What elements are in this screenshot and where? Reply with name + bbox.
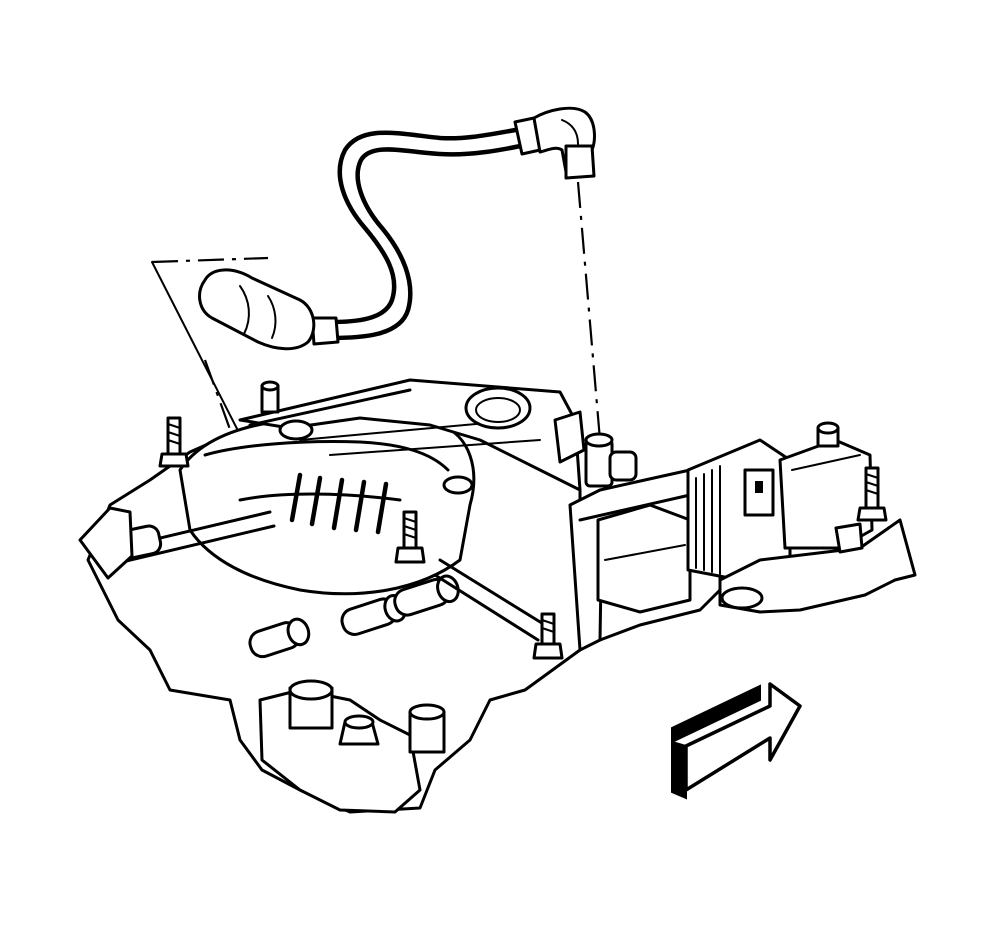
hose-fitting (553, 410, 638, 488)
alignment-line (576, 181, 602, 441)
orientation-arrow-icon (671, 682, 802, 800)
coolant-pipes (78, 506, 547, 659)
bolt-icon (158, 380, 888, 746)
intake-manifold (86, 378, 917, 814)
runner-slots (289, 472, 389, 535)
vacuum-hose-icon (198, 106, 596, 351)
